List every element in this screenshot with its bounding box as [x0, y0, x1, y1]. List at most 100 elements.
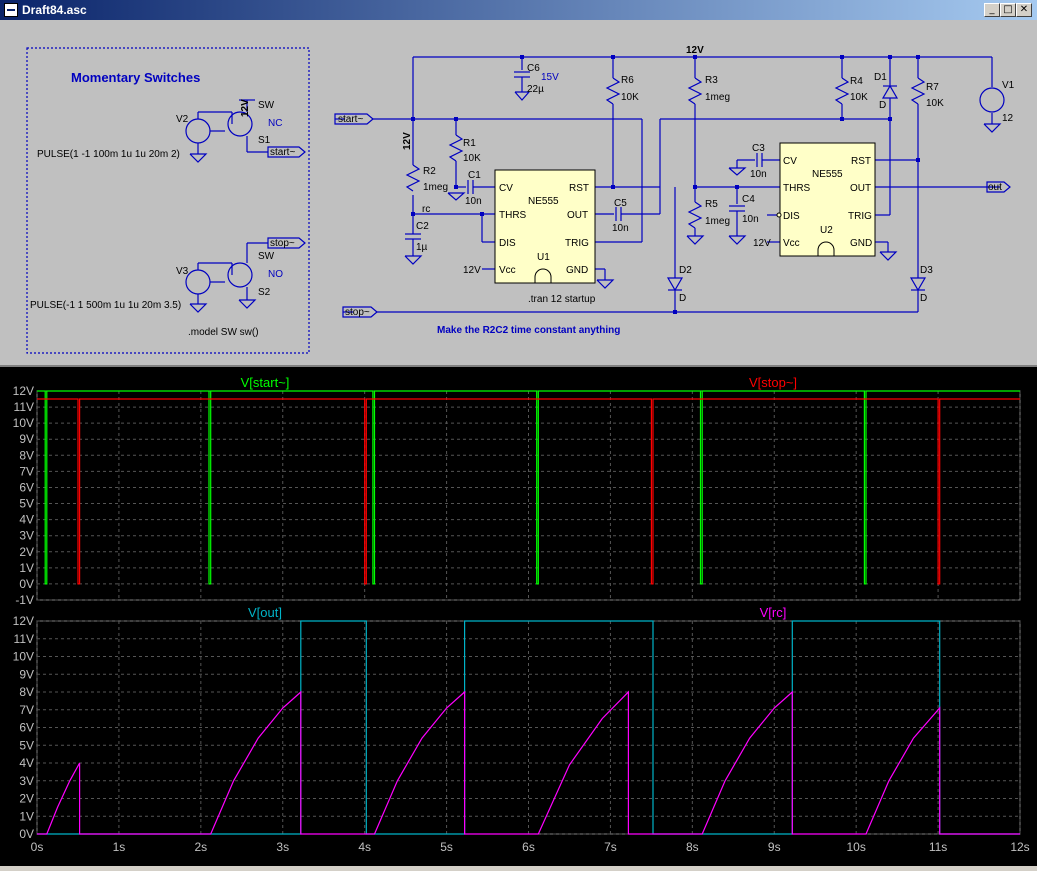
r3-value: 1meg [705, 92, 730, 103]
window-title: Draft84.asc [22, 3, 87, 17]
y-tick-label: 10V [13, 416, 34, 430]
series-line-V[stop~] [37, 398, 1020, 585]
start-label: start~ [338, 114, 363, 125]
y-tick-label: 1V [19, 561, 34, 575]
u1-vcc-12v: 12V [463, 265, 481, 276]
y-tick-label: 8V [19, 685, 34, 699]
c6-spec: 15V [541, 72, 559, 83]
y-tick-label: 2V [19, 545, 34, 559]
x-tick-label: 10s [846, 840, 865, 854]
u1-pin-gnd: GND [566, 265, 588, 276]
u1-pin-vcc: Vcc [499, 265, 516, 276]
u2-pin-rst: RST [851, 156, 871, 167]
x-tick-label: 3s [276, 840, 289, 854]
s1-label: S1 [258, 135, 271, 146]
c2-value: 1µ [416, 242, 428, 253]
switch-box-title: Momentary Switches [71, 70, 200, 85]
s2-no: NO [268, 269, 283, 280]
x-tick-label: 5s [440, 840, 453, 854]
y-tick-label: 3V [19, 529, 34, 543]
close-button[interactable]: ✕ [1016, 3, 1032, 17]
title-bar: Draft84.asc _ □ ✕ [0, 0, 1037, 20]
u2-pin-cv: CV [783, 156, 797, 167]
r1-label: R1 [463, 138, 476, 149]
v12-sw-label: 12V [240, 99, 251, 117]
x-tick-label: 8s [686, 840, 699, 854]
x-tick-label: 2s [194, 840, 207, 854]
x-tick-label: 12s [1010, 840, 1029, 854]
series-line-V[out] [37, 620, 1020, 835]
u1-pin-thrs: THRS [499, 210, 527, 221]
s1-nc: NC [268, 118, 282, 129]
y-tick-label: 9V [19, 667, 34, 681]
s2-model: SW [258, 251, 275, 262]
d3-label: D3 [920, 265, 933, 276]
c3-value: 10n [750, 169, 767, 180]
c3-label: C3 [752, 143, 765, 154]
r4-label: R4 [850, 76, 863, 87]
u1-label: U1 [537, 252, 550, 263]
c5-value: 10n [612, 223, 629, 234]
y-tick-label: 4V [19, 513, 34, 527]
x-tick-label: 7s [604, 840, 617, 854]
v12-r2-label: 12V [402, 132, 413, 150]
u2-pin-dis: DIS [783, 211, 800, 222]
schematic-canvas[interactable]: Momentary Switches PULSE(1 -1 100m 1u 1u… [0, 20, 1037, 365]
ne555-u1 [494, 169, 596, 284]
d2-label: D2 [679, 265, 692, 276]
d2-model: D [679, 293, 686, 304]
plot-pane-1: -1V0V1V2V3V4V5V6V7V8V9V10V11V12VV[start~… [13, 375, 1021, 607]
y-tick-label: 2V [19, 792, 34, 806]
y-tick-label: 12V [13, 614, 34, 628]
waveform-canvas[interactable]: -1V0V1V2V3V4V5V6V7V8V9V10V11V12VV[start~… [0, 367, 1037, 866]
x-tick-label: 1s [113, 840, 126, 854]
maximize-button[interactable]: □ [1000, 3, 1016, 17]
v1-label: V1 [1002, 80, 1015, 91]
y-tick-label: 1V [19, 809, 34, 823]
y-tick-label: 3V [19, 774, 34, 788]
schematic-editor[interactable]: Momentary Switches PULSE(1 -1 100m 1u 1u… [0, 20, 1037, 367]
x-tick-label: 6s [522, 840, 535, 854]
y-tick-label: 10V [13, 650, 34, 664]
rc-label: rc [422, 204, 430, 215]
r2-value: 1meg [423, 182, 448, 193]
r7-value: 10K [926, 98, 944, 109]
r2-label: R2 [423, 166, 436, 177]
u2-pin-trig: TRIG [848, 211, 872, 222]
u1-type: NE555 [528, 196, 559, 207]
y-tick-label: 6V [19, 480, 34, 494]
legend-label: V[rc] [760, 605, 787, 620]
c4-value: 10n [742, 214, 759, 225]
u1-pin-dis: DIS [499, 238, 516, 249]
r6-label: R6 [621, 75, 634, 86]
ne555-u2 [779, 142, 876, 257]
y-tick-label: 7V [19, 464, 34, 478]
v2-label: V2 [176, 114, 189, 125]
u2-pin-gnd: GND [850, 238, 872, 249]
minimize-button[interactable]: _ [984, 3, 1000, 17]
u2-pin-thrs: THRS [783, 183, 811, 194]
y-tick-label: 5V [19, 497, 34, 511]
u2-pin-out: OUT [850, 183, 871, 194]
r4-value: 10K [850, 92, 868, 103]
x-tick-label: 9s [768, 840, 781, 854]
legend-label: V[stop~] [749, 375, 797, 390]
c6-value: 22µ [527, 84, 544, 95]
s1-model: SW [258, 100, 275, 111]
app-icon[interactable] [4, 3, 18, 17]
c6-label: C6 [527, 63, 540, 74]
u2-type: NE555 [812, 169, 843, 180]
v12-rail-label: 12V [686, 45, 704, 56]
v2-pulse: PULSE(1 -1 100m 1u 1u 20m 2) [37, 149, 180, 160]
u1-pin-cv: CV [499, 183, 513, 194]
v3-pulse: PULSE(-1 1 500m 1u 1u 20m 3.5) [30, 300, 181, 311]
stop-label: stop~ [345, 307, 370, 318]
model-directive: .model SW sw() [188, 327, 259, 338]
stop-port-label: stop~ [270, 238, 295, 249]
c4-label: C4 [742, 194, 755, 205]
r7-label: R7 [926, 82, 939, 93]
u1-pin-out: OUT [567, 210, 588, 221]
series-line-V[start~] [37, 390, 1020, 585]
